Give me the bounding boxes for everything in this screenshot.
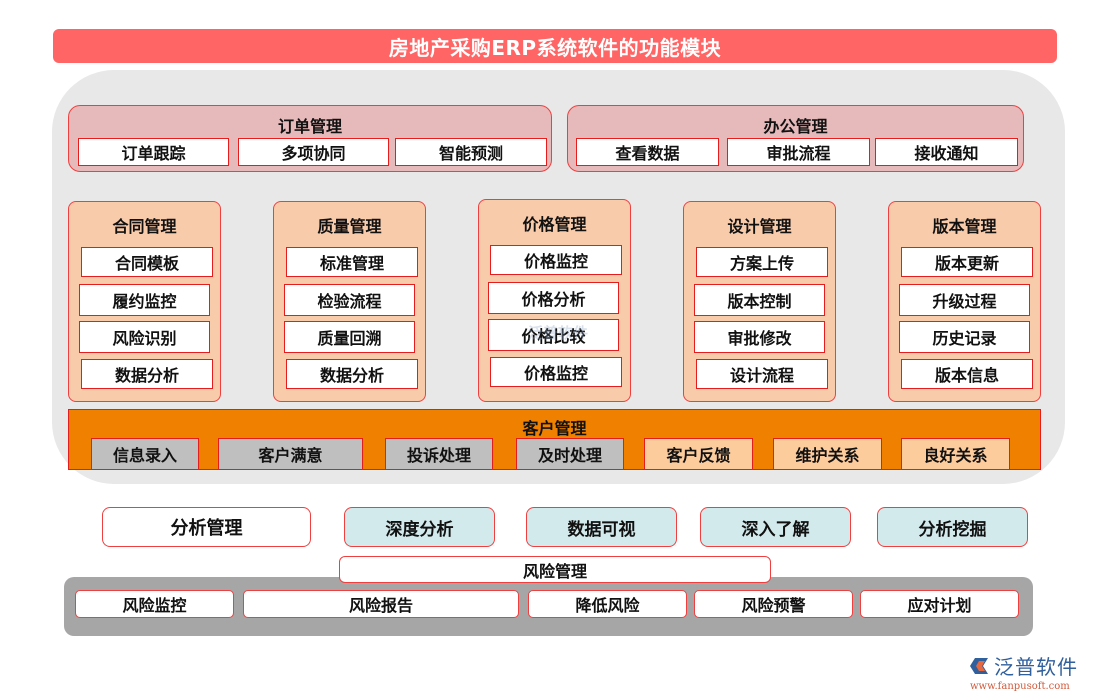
- item-plan-upload[interactable]: 方案上传: [696, 247, 828, 277]
- item-deep-understand[interactable]: 深入了解: [700, 507, 851, 547]
- item-view-data[interactable]: 查看数据: [576, 138, 719, 166]
- analysis-management[interactable]: 分析管理: [102, 507, 311, 547]
- item-order-tracking[interactable]: 订单跟踪: [78, 138, 229, 166]
- item-receive-notice[interactable]: 接收通知: [875, 138, 1018, 166]
- group-title: 版本管理: [932, 217, 997, 236]
- item-performance-monitor[interactable]: 履约监控: [79, 284, 210, 316]
- item-version-update[interactable]: 版本更新: [901, 247, 1033, 277]
- item-risk-report[interactable]: 风险报告: [243, 590, 519, 618]
- item-deep-analysis[interactable]: 深度分析: [344, 507, 495, 547]
- item-price-compare[interactable]: 价格比较: [488, 319, 619, 351]
- item-quality-trace[interactable]: 质量回溯: [284, 321, 415, 353]
- risk-management[interactable]: 风险管理: [339, 556, 771, 583]
- logo-name: 泛普软件: [994, 655, 1078, 679]
- logo-url: www.fanpusoft.com: [970, 681, 1070, 692]
- group-title: 价格管理: [522, 215, 587, 234]
- fanpu-logo-icon: [970, 657, 988, 674]
- item-response-plan[interactable]: 应对计划: [860, 590, 1019, 618]
- group-customer-management: 客户管理 信息录入 客户满意 投诉处理 及时处理 客户反馈 维护关系 良好关系: [68, 409, 1041, 470]
- item-risk-monitor[interactable]: 风险监控: [75, 590, 234, 618]
- item-history-record[interactable]: 历史记录: [899, 321, 1030, 353]
- item-design-flow[interactable]: 设计流程: [696, 359, 828, 389]
- item-price-monitor-2[interactable]: 价格监控: [490, 357, 622, 387]
- item-data-analysis[interactable]: 数据分析: [81, 359, 213, 389]
- group-quality-management: 质量管理 标准管理 检验流程 质量回溯 数据分析: [273, 201, 426, 402]
- group-contract-management: 合同管理 合同模板 履约监控 风险识别 数据分析: [68, 201, 221, 402]
- group-design-management: 设计管理 方案上传 版本控制 审批修改 设计流程: [683, 201, 836, 402]
- brand-logo: 泛普软件 www.fanpusoft.com: [968, 651, 1094, 695]
- item-approval-flow[interactable]: 审批流程: [727, 138, 870, 166]
- item-reduce-risk[interactable]: 降低风险: [528, 590, 687, 618]
- item-contract-template[interactable]: 合同模板: [81, 247, 213, 277]
- group-title: 客户管理: [522, 419, 587, 438]
- item-version-control[interactable]: 版本控制: [694, 284, 825, 316]
- item-upgrade-process[interactable]: 升级过程: [899, 284, 1030, 316]
- group-version-management: 版本管理 版本更新 升级过程 历史记录 版本信息: [888, 201, 1041, 402]
- group-title: 订单管理: [277, 117, 342, 136]
- item-complaint-handling[interactable]: 投诉处理: [385, 438, 493, 470]
- item-data-visual[interactable]: 数据可视: [526, 507, 677, 547]
- item-smart-forecast[interactable]: 智能预测: [395, 138, 547, 166]
- item-price-monitor[interactable]: 价格监控: [490, 245, 622, 275]
- item-standard-management[interactable]: 标准管理: [286, 247, 418, 277]
- item-timely-handling[interactable]: 及时处理: [516, 438, 624, 470]
- item-data-analysis[interactable]: 数据分析: [286, 359, 418, 389]
- item-version-info[interactable]: 版本信息: [901, 359, 1033, 389]
- diagram-title: 房地产采购ERP系统软件的功能模块: [53, 29, 1057, 63]
- group-order-management: 订单管理 订单跟踪 多项协同 智能预测: [68, 105, 552, 172]
- group-office-management: 办公管理 查看数据 审批流程 接收通知: [567, 105, 1024, 172]
- group-title: 设计管理: [727, 217, 792, 236]
- item-inspection-flow[interactable]: 检验流程: [284, 284, 415, 316]
- item-price-analysis[interactable]: 价格分析: [488, 282, 619, 314]
- item-maintain-relations[interactable]: 维护关系: [773, 438, 882, 470]
- item-info-entry[interactable]: 信息录入: [91, 438, 199, 470]
- group-title: 质量管理: [317, 217, 382, 236]
- watermark: 泛普软件: [528, 324, 589, 342]
- item-risk-warning[interactable]: 风险预警: [694, 590, 853, 618]
- item-approval-modify[interactable]: 审批修改: [694, 321, 825, 353]
- item-risk-identify[interactable]: 风险识别: [79, 321, 210, 353]
- group-price-management: 价格管理 价格监控 价格分析 价格比较 价格监控: [478, 199, 631, 402]
- item-good-relations[interactable]: 良好关系: [901, 438, 1010, 470]
- item-multi-collab[interactable]: 多项协同: [238, 138, 389, 166]
- item-customer-feedback[interactable]: 客户反馈: [644, 438, 753, 470]
- group-title: 办公管理: [763, 117, 828, 136]
- item-customer-satisfaction[interactable]: 客户满意: [218, 438, 363, 470]
- group-title: 合同管理: [112, 217, 177, 236]
- item-analysis-mining[interactable]: 分析挖掘: [877, 507, 1028, 547]
